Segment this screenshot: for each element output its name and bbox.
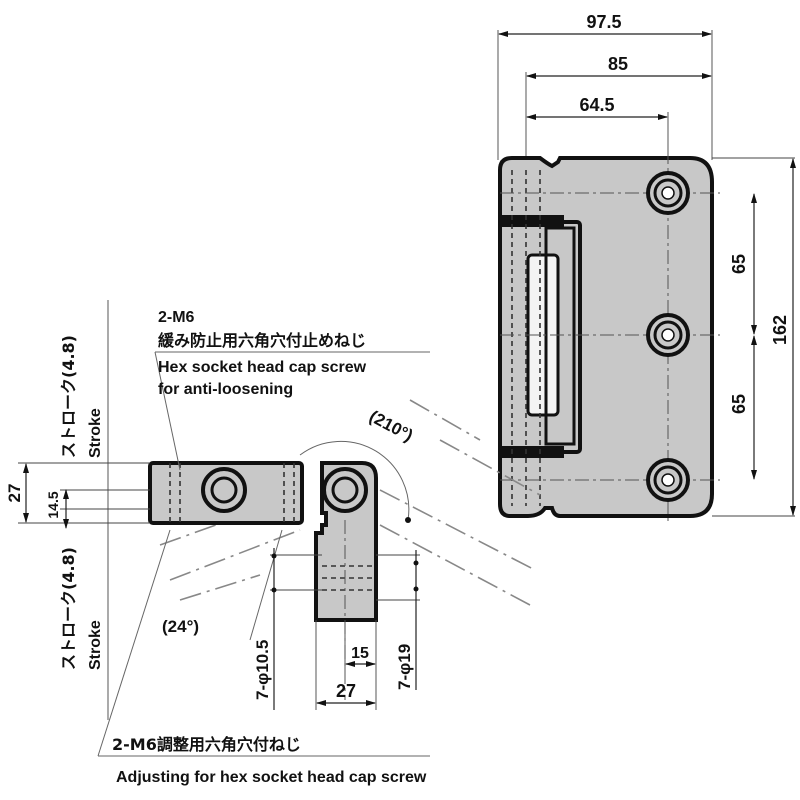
mount-hole-middle: [646, 313, 690, 357]
stroke-label-upper-en: Stroke: [87, 408, 104, 458]
dimension-hole-small: 7-φ10.5: [253, 548, 322, 710]
stroke-label-lower-en: Stroke: [87, 620, 104, 670]
angle-tilt: (24°): [162, 529, 283, 641]
dimension-height-overall: 162: [770, 158, 796, 516]
note-anti-loosening: 2-M6 緩み防止用六角穴付止めねじ Hex socket head cap s…: [158, 309, 367, 398]
svg-text:2-M6調整用六角穴付ねじ: 2-M6調整用六角穴付ねじ: [112, 735, 301, 754]
svg-text:7-φ10.5: 7-φ10.5: [253, 640, 272, 700]
dimension-hole-pitch-upper: 65: [729, 193, 757, 335]
svg-text:162: 162: [770, 315, 790, 345]
dimension-hole-offset: 64.5: [526, 95, 668, 120]
svg-text:(210°): (210°): [366, 407, 416, 446]
svg-text:64.5: 64.5: [579, 95, 614, 115]
svg-text:65: 65: [729, 254, 749, 274]
dimension-hole-pitch-lower: 65: [729, 335, 757, 480]
svg-text:65: 65: [729, 394, 749, 414]
svg-text:Hex socket head cap screw: Hex socket head cap screw: [158, 359, 367, 376]
dimension-hole-large: 7-φ19: [376, 550, 420, 690]
dimension-width-mount: 85: [526, 54, 712, 79]
svg-text:27: 27: [5, 484, 24, 503]
svg-text:15: 15: [351, 645, 369, 662]
svg-text:27: 27: [336, 681, 356, 701]
stroke-label-lower-jp: ストローク(4.8): [59, 547, 78, 670]
dimension-thickness: 27: [5, 463, 29, 523]
side-view: 27 14.5 ストローク(4.8) Stroke ストローク(4.8) Str…: [5, 300, 541, 757]
stroke-label-upper-jp: ストローク(4.8): [59, 335, 78, 458]
dimension-width-bottom: 27: [315, 620, 376, 710]
dimension-width-overall: 97.5: [498, 12, 712, 37]
svg-text:85: 85: [608, 54, 628, 74]
svg-text:緩み防止用六角穴付止めねじ: 緩み防止用六角穴付止めねじ: [158, 331, 366, 350]
note-adjusting: 2-M6調整用六角穴付ねじ Adjusting for hex socket h…: [112, 735, 427, 786]
svg-text:Adjusting for hex socket head: Adjusting for hex socket head cap screw: [116, 769, 427, 786]
dimension-offset: 14.5: [45, 489, 69, 529]
svg-text:2-M6: 2-M6: [158, 309, 195, 326]
svg-text:14.5: 14.5: [45, 491, 61, 518]
svg-text:for anti-loosening: for anti-loosening: [158, 381, 293, 398]
mount-hole-bottom: [646, 458, 690, 502]
svg-text:7-φ19: 7-φ19: [395, 644, 414, 690]
front-view: 97.5 85 64.5: [497, 12, 796, 525]
svg-text:(24°): (24°): [162, 617, 199, 636]
dimension-width-inner: 15: [344, 620, 377, 710]
mount-hole-top: [646, 171, 690, 215]
svg-text:97.5: 97.5: [586, 12, 621, 32]
